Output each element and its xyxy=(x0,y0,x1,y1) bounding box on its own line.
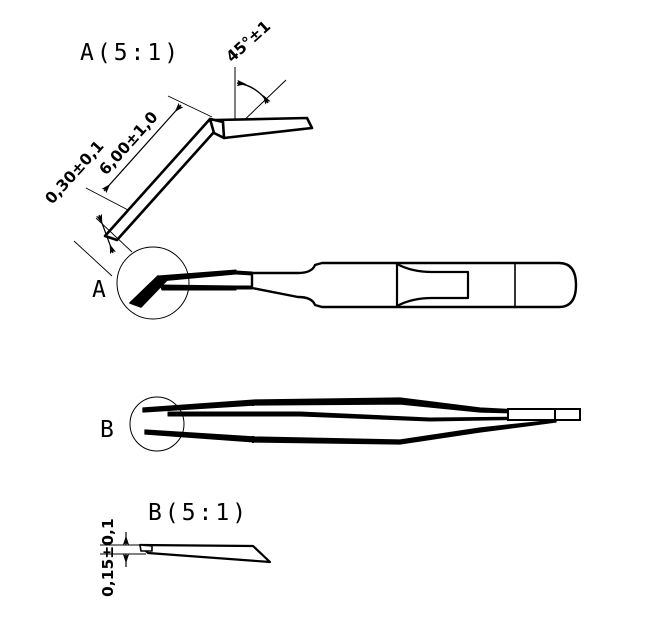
side-view-upper-arm xyxy=(157,269,237,282)
detail-a-title: A(5:1) xyxy=(80,40,181,66)
dim-length-line xyxy=(101,102,184,194)
detail-b-view: B(5:1) 0,15±0,1 xyxy=(99,500,272,597)
dim-length-extension-upper xyxy=(167,95,213,118)
side-view-lower-arm-2 xyxy=(235,285,253,290)
side-view-upper-arm-2 xyxy=(235,270,253,276)
side-view-grip-panel xyxy=(395,262,470,308)
top-view: B xyxy=(100,396,581,452)
angle-dimension-label: 45°±1 xyxy=(223,17,275,66)
callout-a-label: A xyxy=(92,277,106,303)
side-view: A xyxy=(92,246,578,320)
top-view-lower-tine xyxy=(144,419,557,445)
detail-b-blade xyxy=(138,543,272,564)
dim-thickness-extension-2 xyxy=(73,240,113,277)
detail-a-bend-knuckle xyxy=(208,117,226,140)
side-view-lower-arm xyxy=(159,284,237,291)
detail-a-view: A(5:1) 45°±1 6,00±1,0 0,30±0,1 xyxy=(42,17,314,277)
callout-b-circle xyxy=(129,396,185,452)
dim-length-extension-lower xyxy=(85,187,129,211)
detail-b-title: B(5:1) xyxy=(148,500,249,526)
angle-dimension-arc xyxy=(236,79,271,105)
top-view-tail xyxy=(507,408,581,421)
dim-length-label: 6,00±1,0 xyxy=(96,108,162,179)
detail-b-tip-notch xyxy=(139,544,153,552)
callout-a-circle xyxy=(116,246,190,320)
dim-thickness-line xyxy=(96,213,116,255)
detail-a-angled-blade xyxy=(214,116,314,140)
top-view-inner-edge-upper xyxy=(167,411,541,422)
dim-thickness-label: 0,30±0,1 xyxy=(42,137,108,208)
dim-blade-thickness-label: 0,15±0,1 xyxy=(99,518,117,597)
callout-b-label: B xyxy=(100,417,114,443)
